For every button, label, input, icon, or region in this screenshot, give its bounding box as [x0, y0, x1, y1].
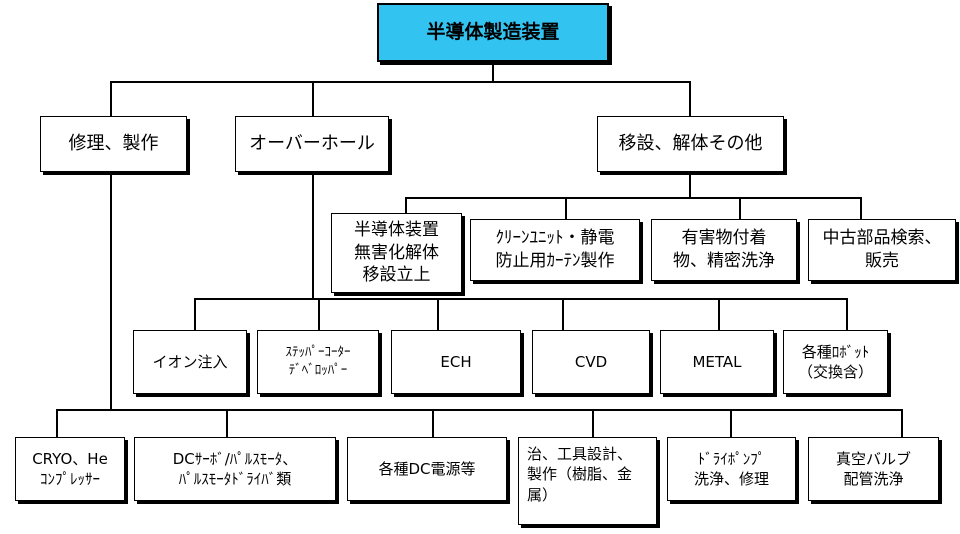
connector	[739, 197, 741, 219]
connector	[846, 298, 848, 330]
node-ech: ECH	[391, 330, 521, 394]
node-label: 修理、製作	[68, 132, 159, 154]
root-node: 半導体製造装置	[377, 3, 609, 62]
node-dry-pump: ﾄﾞﾗｲﾎﾟﾝﾌﾟ 洗浄、修理	[667, 437, 796, 501]
connector	[901, 409, 903, 437]
node-relocation-dismantling: 移設、解体その他	[597, 116, 784, 172]
node-label: METAL	[692, 352, 742, 371]
node-precision-cleaning: 有害物付着 物、精密洗浄	[651, 219, 797, 281]
connector	[405, 197, 407, 213]
node-label: 治、工具設計、 製作（樹脂、金 属）	[527, 445, 633, 504]
node-label: ﾄﾞﾗｲﾎﾟﾝﾌﾟ 洗浄、修理	[693, 449, 769, 488]
node-label: CRYO、He ｺﾝﾌﾟﾚｯｻｰ	[32, 449, 108, 488]
node-dc-power: 各種DC電源等	[347, 437, 507, 501]
root-label: 半導体製造装置	[426, 20, 560, 43]
connector	[718, 298, 720, 330]
node-ion-implant: イオン注入	[133, 330, 247, 394]
connector	[56, 409, 58, 437]
node-label: ECH	[440, 352, 472, 371]
node-label: 各種ﾛﾎﾞｯﾄ （交換含）	[797, 342, 873, 381]
node-stepper-coater: ｽﾃｯﾊﾟｰｺｰﾀｰ ﾃﾞﾍﾞﾛｯﾊﾟｰ	[257, 330, 379, 394]
connector	[110, 81, 690, 83]
node-repair-fabrication: 修理、製作	[40, 116, 187, 172]
node-label: 真空バルブ 配管洗浄	[835, 449, 911, 488]
connector	[56, 409, 902, 411]
node-metal: METAL	[660, 330, 774, 394]
node-cvd: CVD	[532, 330, 650, 394]
connector	[318, 298, 320, 330]
connector	[405, 197, 860, 199]
connector	[312, 172, 314, 299]
connector	[194, 298, 847, 300]
connector	[312, 81, 314, 116]
connector	[432, 409, 434, 437]
connector	[565, 197, 567, 219]
connector	[492, 62, 494, 82]
connector	[194, 298, 196, 330]
node-used-parts: 中古部品検索、 販売	[808, 219, 956, 281]
node-cryo-compressor: CRYO、He ｺﾝﾌﾟﾚｯｻｰ	[15, 437, 125, 501]
node-label: 半導体装置 無害化解体 移設立上	[354, 219, 439, 286]
node-label: 各種DC電源等	[378, 459, 476, 478]
node-cleanunit-curtain: ｸﾘｰﾝﾕﾆｯﾄ・静電 防止用ｶｰﾃﾝ製作	[470, 219, 640, 281]
connector	[562, 298, 564, 330]
connector	[730, 409, 732, 437]
node-label: ｽﾃｯﾊﾟｰｺｰﾀｰ ﾃﾞﾍﾞﾛｯﾊﾟｰ	[285, 345, 351, 378]
node-label: 中古部品検索、 販売	[822, 228, 942, 271]
node-label: 移設、解体その他	[618, 132, 763, 154]
node-dismantling-install: 半導体装置 無害化解体 移設立上	[331, 213, 462, 293]
connector	[592, 409, 594, 437]
node-overhaul: オーバーホール	[235, 116, 389, 172]
node-label: オーバーホール	[249, 132, 375, 154]
node-dc-servo: DCｻｰﾎﾞ/ﾊﾟﾙｽﾓｰﾀ、 ﾊﾟﾙｽﾓｰﾀﾄﾞﾗｲﾊﾞ類	[134, 437, 336, 501]
connector	[689, 81, 691, 116]
connector	[110, 172, 112, 410]
connector	[437, 298, 439, 330]
node-label: CVD	[574, 352, 608, 371]
node-vacuum-valve: 真空バルブ 配管洗浄	[808, 437, 939, 501]
node-robots: 各種ﾛﾎﾞｯﾄ （交換含）	[783, 330, 888, 394]
node-label: ｸﾘｰﾝﾕﾆｯﾄ・静電 防止用ｶｰﾃﾝ製作	[495, 228, 615, 271]
connector	[226, 409, 228, 437]
connector	[689, 172, 691, 197]
node-label: DCｻｰﾎﾞ/ﾊﾟﾙｽﾓｰﾀ、 ﾊﾟﾙｽﾓｰﾀﾄﾞﾗｲﾊﾞ類	[172, 449, 298, 488]
node-label: 有害物付着 物、精密洗浄	[673, 228, 775, 271]
connector	[860, 197, 862, 219]
node-jig-tool: 治、工具設計、 製作（樹脂、金 属）	[518, 437, 657, 525]
connector	[110, 81, 112, 116]
node-label: イオン注入	[152, 352, 228, 371]
